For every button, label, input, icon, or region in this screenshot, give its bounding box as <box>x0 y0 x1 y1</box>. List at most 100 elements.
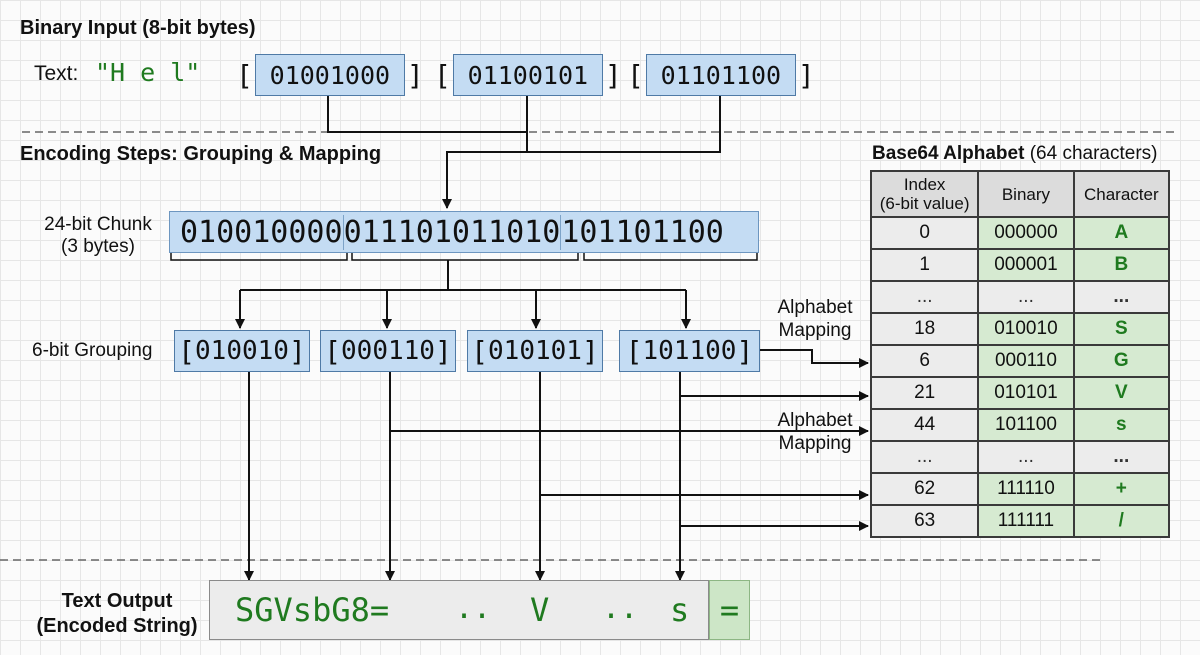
output-label-line2: (Encoded String) <box>36 615 198 637</box>
input-section-title: Binary Input (8-bit bytes) <box>20 17 256 39</box>
chunk-segment: 010010000 <box>180 214 343 250</box>
chunk-segment: 011101011010 <box>342 214 561 250</box>
output-label: Text Output (Encoded String) <box>22 589 212 639</box>
bracket-open: [ <box>434 58 451 92</box>
alphabet-title-bold: Base64 Alphabet <box>872 143 1025 164</box>
mapping-label: Alphabet Mapping <box>770 296 860 342</box>
group-box: [101100] <box>619 330 760 372</box>
group-value: 101100 <box>642 336 737 366</box>
alphabet-title: Base64 Alphabet (64 characters) <box>872 143 1157 165</box>
cell-character: S <box>1072 312 1171 346</box>
bracket-open: [ <box>625 334 643 368</box>
output-char-v: V <box>530 591 550 629</box>
header-binary: Binary <box>977 170 1075 218</box>
bytes-merge-lines <box>327 96 721 209</box>
cell-binary: 101100 <box>977 408 1075 442</box>
mapping-label-line1: Alphabet <box>777 410 853 431</box>
ellipsis: .. <box>602 591 639 626</box>
cell-index: 6 <box>869 344 980 378</box>
mapping-label: Alphabet Mapping <box>770 409 860 455</box>
header-character: Character <box>1072 170 1171 218</box>
byte-2-group: [ 01100101 ] <box>434 54 622 96</box>
chunk-label-line2: (3 bytes) <box>61 236 135 257</box>
group-value: 010101 <box>488 336 582 366</box>
bracket-close: ] <box>434 334 452 368</box>
bracket-open: [ <box>178 334 196 368</box>
cell-index: 0 <box>869 216 980 250</box>
cell-binary: ... <box>977 280 1075 314</box>
chunk-braces <box>170 252 758 261</box>
ellipsis: .. <box>455 591 492 626</box>
mapping-label-line2: Mapping <box>778 433 852 454</box>
chunk-split-lines <box>235 260 691 329</box>
bracket-close: ] <box>604 58 622 92</box>
encoded-string: SGVsbG8= <box>235 591 390 629</box>
bracket-close: ] <box>736 334 754 368</box>
bracket-close: ] <box>581 334 599 368</box>
header-index-line1: Index <box>903 175 946 194</box>
byte-3-group: [ 01101100 ] <box>627 54 815 96</box>
chunk-label-line1: 24-bit Chunk <box>44 214 152 235</box>
group-value: 000110 <box>341 336 435 366</box>
mapping-lines <box>390 349 869 531</box>
byte-box: 01101100 <box>645 54 796 96</box>
cell-binary: 000001 <box>977 248 1075 282</box>
header-index-line2: (6-bit value) <box>879 194 970 213</box>
cell-index: 21 <box>869 376 980 410</box>
cell-index: 1 <box>869 248 980 282</box>
cell-binary: ... <box>977 440 1075 474</box>
cell-character: ... <box>1072 440 1171 474</box>
text-label: Text: <box>34 62 79 85</box>
bracket-open: [ <box>324 334 342 368</box>
group-box: [010101] <box>467 330 603 372</box>
alphabet-title-rest: (64 characters) <box>1024 143 1158 164</box>
input-text-value: "H e l" <box>95 58 201 87</box>
cell-binary: 010010 <box>977 312 1075 346</box>
cell-index: ... <box>869 280 980 314</box>
byte-box: 01100101 <box>452 54 603 96</box>
bracket-close: ] <box>288 334 306 368</box>
cell-index: ... <box>869 440 980 474</box>
cell-character: ... <box>1072 280 1171 314</box>
chunk-segment: 101101100 <box>560 214 724 250</box>
padding-box: = <box>709 580 750 640</box>
cell-character: G <box>1072 344 1171 378</box>
output-char-s: s <box>670 591 690 629</box>
table-row: ......... <box>869 280 1171 314</box>
cell-index: 44 <box>869 408 980 442</box>
cell-index: 63 <box>869 504 980 538</box>
header-index: Index (6-bit value) <box>869 170 980 218</box>
output-box: SGVsbG8= .. V .. s <box>209 580 709 640</box>
chunk-label: 24-bit Chunk (3 bytes) <box>28 214 168 258</box>
cell-index: 62 <box>869 472 980 506</box>
table-row: ......... <box>869 440 1171 474</box>
cell-character: / <box>1072 504 1171 538</box>
byte-box: 01001000 <box>254 54 405 96</box>
group-value: 010010 <box>195 336 289 366</box>
cell-binary: 111110 <box>977 472 1075 506</box>
bracket-close: ] <box>797 58 815 92</box>
byte-1-group: [ 01001000 ] <box>236 54 424 96</box>
bracket-open: [ <box>471 334 489 368</box>
grouping-label: 6-bit Grouping <box>32 340 153 361</box>
output-label-line1: Text Output <box>61 590 173 612</box>
group-box: [000110] <box>320 330 456 372</box>
encoding-section-title: Encoding Steps: Grouping & Mapping <box>20 143 382 165</box>
output-lines <box>244 371 685 581</box>
mapping-label-line1: Alphabet <box>777 297 853 318</box>
cell-character: V <box>1072 376 1171 410</box>
cell-index: 18 <box>869 312 980 346</box>
cell-character: s <box>1072 408 1171 442</box>
